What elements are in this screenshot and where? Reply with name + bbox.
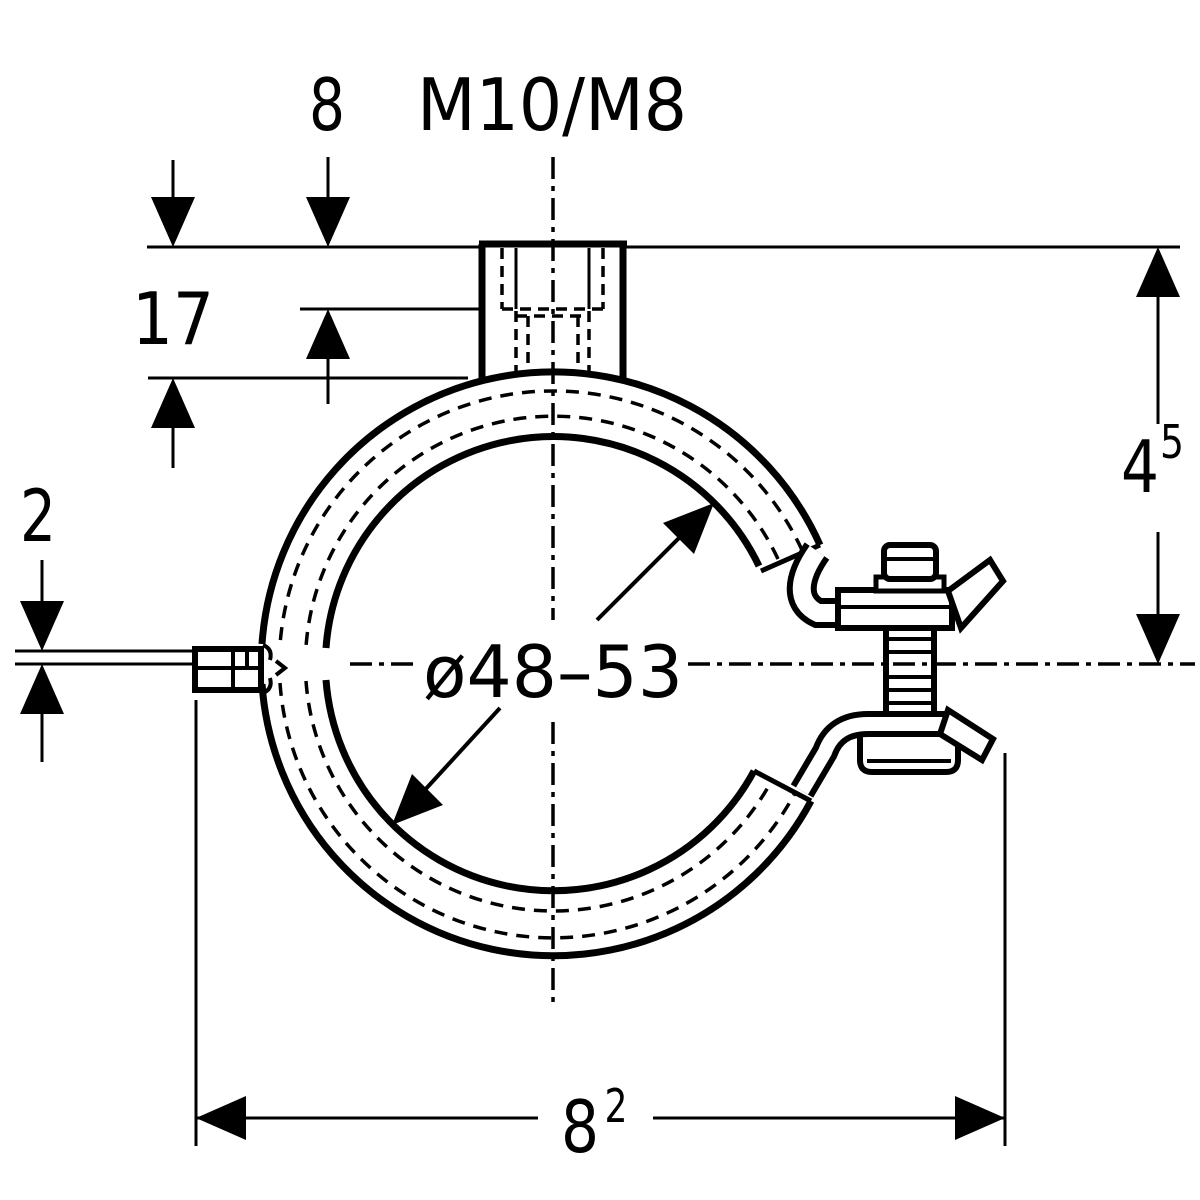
label-width-value: 8 — [561, 1085, 599, 1169]
dimension-17-thread-depth — [148, 160, 468, 468]
label-pipe-diameter-range: ø48–53 — [423, 630, 683, 714]
closure-screw-assembly — [786, 542, 1007, 798]
label-thread-depth-total: 17 — [132, 277, 214, 361]
dimension-8-thread-depth — [147, 157, 1180, 404]
label-height-value: 4 — [1121, 425, 1159, 509]
dimension-labels: 8 M10/M8 17 2 ø48–53 4 5 8 2 — [20, 63, 1184, 1169]
dimension-45-height — [1136, 247, 1180, 664]
dimension-diameter-range — [392, 503, 714, 825]
upper-flange-tip — [944, 555, 1007, 634]
clamp-ring — [258, 368, 824, 960]
snap-lock-tab — [192, 643, 289, 695]
label-thread-size: M10/M8 — [417, 63, 687, 147]
band-cut-lower — [752, 768, 813, 804]
label-thread-depth-m10: 8 — [309, 63, 345, 147]
label-width-superscript: 2 — [605, 1079, 628, 1133]
screw-head — [881, 542, 939, 582]
screw-shank — [883, 626, 937, 714]
centerlines — [350, 157, 1195, 1007]
lower-flange-tip — [936, 705, 997, 765]
dimension-2-slit — [15, 560, 195, 762]
dimension-82-width — [194, 700, 1007, 1146]
label-slit-width: 2 — [20, 474, 56, 558]
label-height-superscript: 5 — [1160, 415, 1184, 469]
